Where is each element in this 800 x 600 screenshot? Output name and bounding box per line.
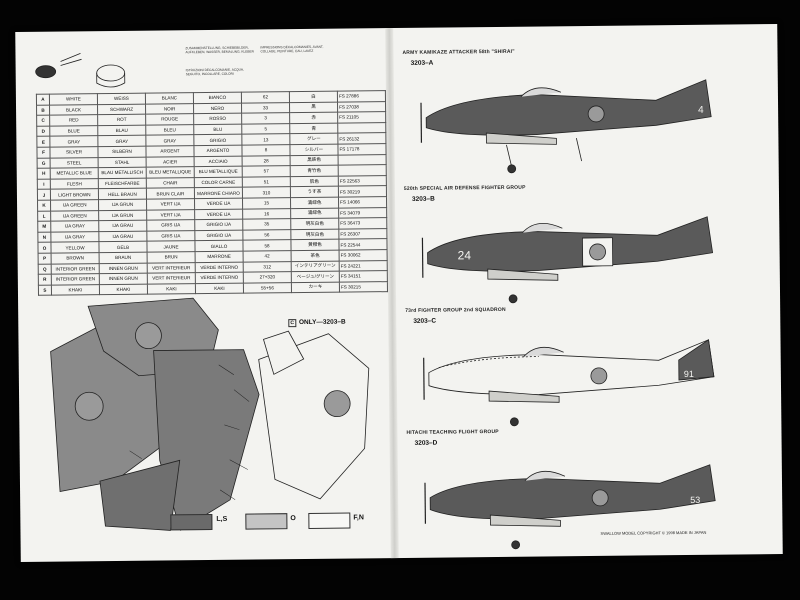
tail-number-a: 4 [698, 105, 704, 116]
tail-number-c: 91 [684, 369, 694, 379]
aircraft-profiles: 4 24 91 [420, 79, 716, 550]
aircraft-profile-a [420, 79, 712, 174]
tail-number-d: 53 [690, 495, 700, 505]
assembly-drawing [50, 297, 370, 531]
wing-right [258, 330, 370, 500]
fuselage-number-b: 24 [458, 248, 472, 262]
aircraft-profile-b [421, 216, 714, 304]
aircraft-profile-c [423, 339, 715, 427]
hinomaru-roundel-3 [323, 390, 351, 418]
leader-lines [129, 364, 250, 500]
hinomaru-roundel-1 [135, 322, 162, 350]
fuselage-exploded [99, 349, 260, 531]
sheet-drawings [35, 52, 126, 88]
tweezers-icon [35, 52, 126, 88]
hinomaru-roundel-2 [74, 391, 104, 421]
aircraft-profile-d [424, 464, 716, 550]
instruction-sheet: ZUSAMMENSTELLUNG, SCHIEBEBILDER, AUFKLEB… [15, 24, 783, 562]
